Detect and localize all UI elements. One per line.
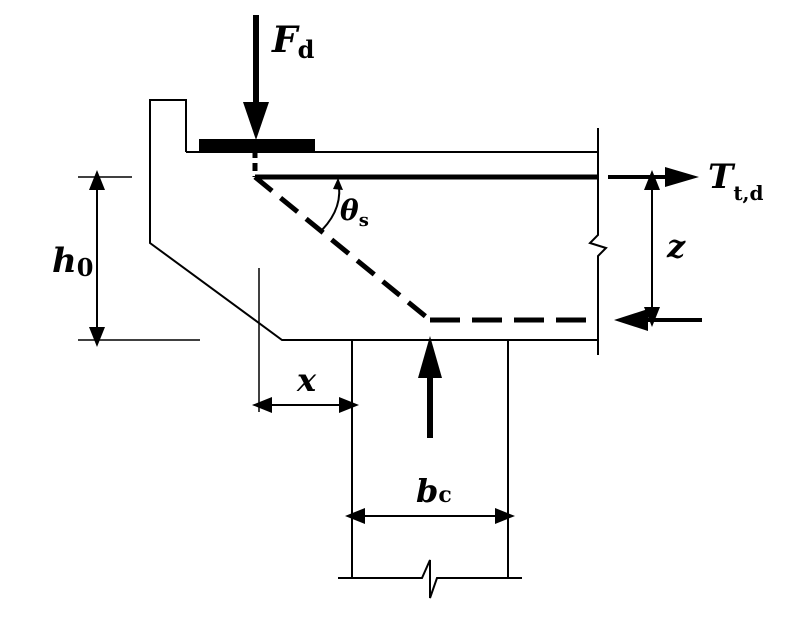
angle-arc-arrowhead bbox=[333, 178, 343, 190]
tension-arrow-head bbox=[665, 167, 699, 187]
depth-label: h0 bbox=[52, 241, 93, 282]
width-label: bc bbox=[416, 472, 452, 510]
strut-diagonal bbox=[253, 175, 432, 322]
load-arrow-head bbox=[243, 102, 269, 140]
force-label: Fd bbox=[271, 19, 315, 64]
compression-arrow-head bbox=[614, 309, 648, 331]
corbel-outline bbox=[149, 99, 598, 341]
distance-label: x bbox=[296, 361, 317, 399]
beam-break-line bbox=[588, 128, 608, 355]
bearing-plate bbox=[199, 139, 315, 152]
column-break-line bbox=[338, 559, 522, 599]
reaction-arrow-head bbox=[418, 336, 442, 378]
tension-label: Tt,d bbox=[708, 157, 764, 205]
lever-arm-label: z bbox=[666, 227, 686, 265]
angle-label: θs bbox=[340, 194, 369, 231]
